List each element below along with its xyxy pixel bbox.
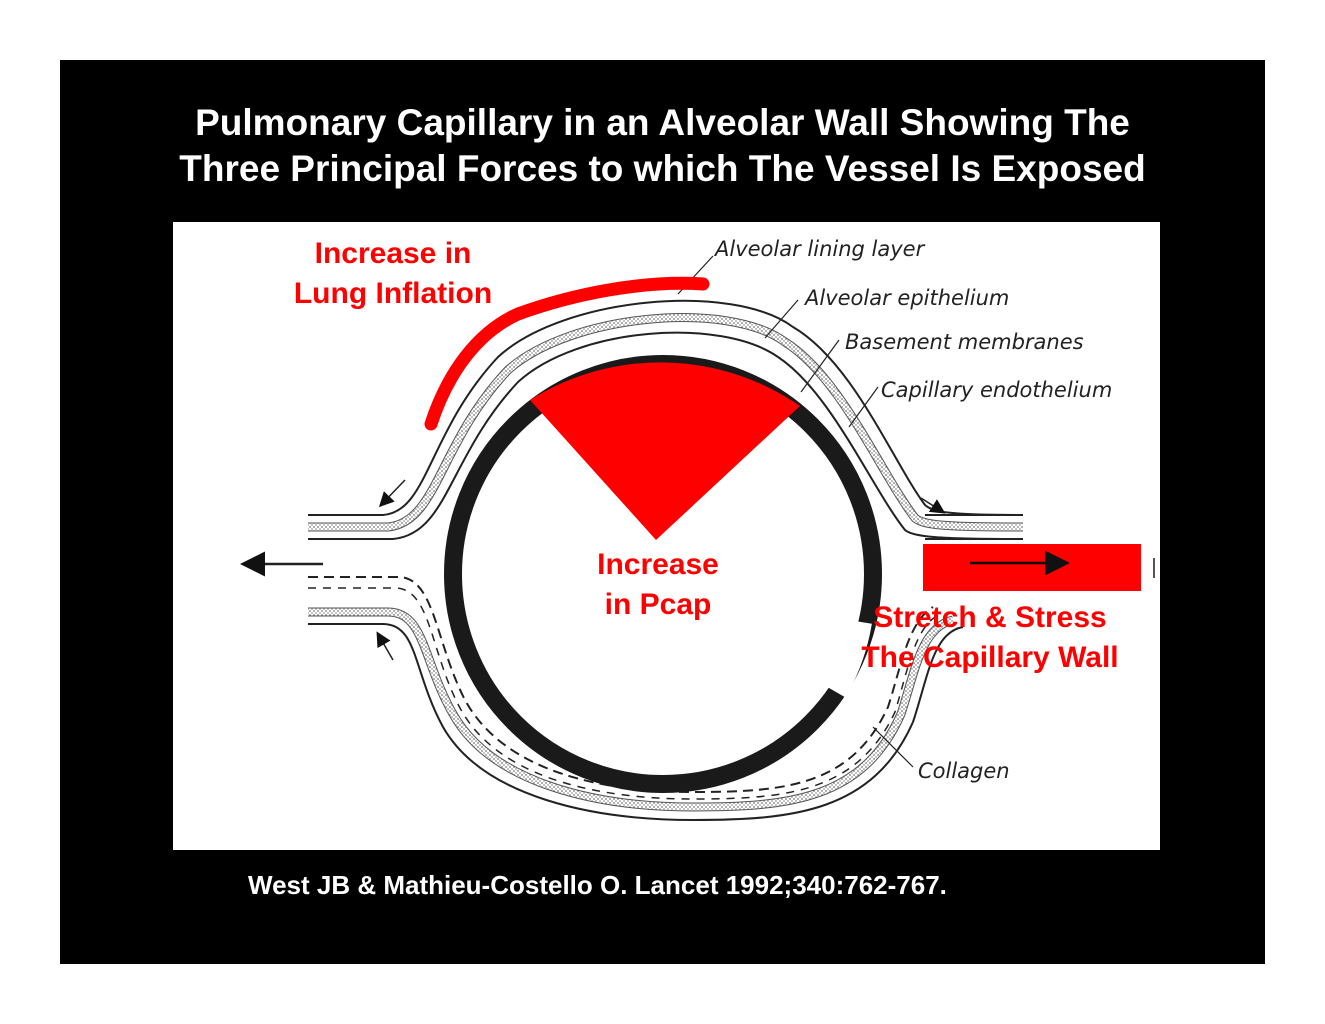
stretch-rectangle — [923, 544, 1141, 591]
leader-capillary-endothelium — [848, 386, 879, 428]
upper-wall-inner-line — [308, 331, 1024, 540]
stretch-line-2: The Capillary Wall — [861, 641, 1119, 674]
pcap-label: Increase in Pcap — [578, 545, 738, 625]
title-line-2: Three Principal Forces to which The Vess… — [179, 148, 1146, 189]
upper-wall-outer-line — [308, 299, 1024, 516]
capillary-diagram-svg: Alveolar lining layer Alveolar epitheliu… — [240, 237, 1155, 822]
capillary-diagram: Alveolar lining layer Alveolar epitheliu… — [173, 222, 1160, 850]
label-collagen: Collagen — [918, 759, 1010, 783]
label-alveolar-epithelium: Alveolar epithelium — [803, 286, 1009, 310]
lower-left-flow-arrow — [376, 631, 394, 661]
lung-inflation-line-1: Increase in — [314, 237, 472, 270]
upper-left-flow-arrow — [378, 479, 406, 508]
leader-alveolar-epithelium — [764, 299, 799, 339]
label-capillary-endothelium: Capillary endothelium — [881, 378, 1112, 402]
slide-title: Pulmonary Capillary in an Alveolar Wall … — [60, 100, 1265, 192]
pcap-wedge — [530, 362, 800, 540]
leader-collagen — [872, 726, 914, 768]
pcap-line-1: Increase — [597, 548, 719, 581]
upper-right-flow-arrow — [920, 497, 946, 514]
lung-inflation-line-2: Lung Inflation — [293, 277, 493, 310]
lung-inflation-label: Increase in Lung Inflation — [283, 234, 503, 314]
stretch-line-1: Stretch & Stress — [873, 601, 1107, 634]
upper-epithelium-stipple — [308, 314, 1024, 531]
slide: Pulmonary Capillary in an Alveolar Wall … — [60, 60, 1265, 964]
citation: West JB & Mathieu-Costello O. Lancet 199… — [248, 870, 947, 900]
lower-wall-outer-line — [308, 623, 964, 822]
leader-basement-membranes — [800, 339, 840, 393]
title-line-1: Pulmonary Capillary in an Alveolar Wall … — [195, 102, 1130, 143]
lung-inflation-arc — [424, 276, 710, 431]
stretch-label: Stretch & Stress The Capillary Wall — [845, 598, 1135, 678]
capillary-ring-gap — [826, 619, 872, 698]
lower-epithelium-stipple — [308, 608, 955, 811]
pcap-line-2: in Pcap — [604, 588, 712, 621]
label-alveolar-lining-layer: Alveolar lining layer — [713, 237, 926, 261]
collagen-dashed-line-2 — [308, 587, 942, 800]
collagen-dashed-line-1 — [308, 576, 934, 794]
label-basement-membranes: Basement membranes — [845, 330, 1084, 354]
